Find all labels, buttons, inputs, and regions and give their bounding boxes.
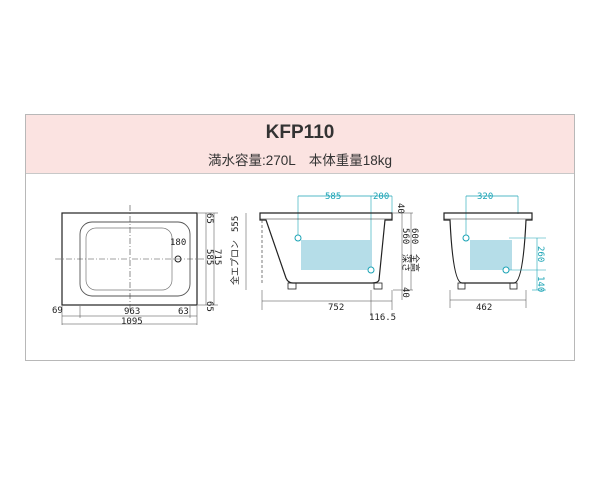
side-dim-40-top: 40 bbox=[395, 203, 405, 214]
model-name: KFP110 bbox=[265, 122, 335, 143]
plan-dim-65-top: 65 bbox=[204, 213, 214, 224]
spec-line: 満水容量:270L 本体重量18kg bbox=[207, 153, 393, 168]
plan-dim-69: 69 bbox=[52, 306, 63, 316]
side-label-apron: 全エプロン bbox=[229, 240, 241, 285]
end-dim-260: 260 bbox=[535, 246, 545, 262]
side-view: 585 200 全エプロン 555 40 560 600 深さ 全高 40 75… bbox=[229, 192, 421, 323]
end-dim-140: 140 bbox=[535, 276, 545, 292]
end-dim-320: 320 bbox=[477, 192, 493, 202]
end-view: 320 260 140 462 bbox=[443, 192, 546, 313]
side-dim-600: 600 bbox=[409, 228, 419, 244]
side-overflow-icon bbox=[294, 234, 302, 242]
plan-dim-63: 63 bbox=[178, 307, 189, 317]
side-water bbox=[301, 240, 372, 270]
plan-dim-1095: 1095 bbox=[121, 317, 143, 327]
side-label-total: 全高 bbox=[409, 254, 421, 272]
plan-dim-715: 715 bbox=[212, 249, 222, 265]
end-water bbox=[470, 240, 512, 270]
plan-dim-585: 585 bbox=[204, 249, 214, 265]
end-dim-462: 462 bbox=[476, 303, 492, 313]
plan-dim-180: 180 bbox=[170, 238, 186, 248]
side-dim-555: 555 bbox=[231, 216, 241, 232]
card-header: KFP110 満水容量:270L 本体重量18kg bbox=[26, 115, 574, 174]
plan-dim-65-bottom: 65 bbox=[204, 301, 214, 312]
drain-icon bbox=[174, 255, 182, 263]
side-dim-752: 752 bbox=[328, 303, 344, 313]
side-tub-body bbox=[259, 212, 393, 284]
plan-dim-963: 963 bbox=[124, 307, 140, 317]
side-dim-116-5: 116.5 bbox=[369, 313, 396, 323]
side-label-depth: 深さ bbox=[400, 254, 411, 272]
end-drain-icon bbox=[502, 266, 510, 274]
side-dim-200: 200 bbox=[373, 192, 389, 202]
side-dim-560: 560 bbox=[400, 228, 410, 244]
side-dim-585: 585 bbox=[325, 192, 341, 202]
side-drain-icon bbox=[367, 266, 375, 274]
plan-view: 65 180 585 715 65 69 963 63 1095 bbox=[52, 205, 222, 327]
side-dim-40-bottom: 40 bbox=[400, 287, 410, 298]
end-overflow-icon bbox=[462, 234, 470, 242]
